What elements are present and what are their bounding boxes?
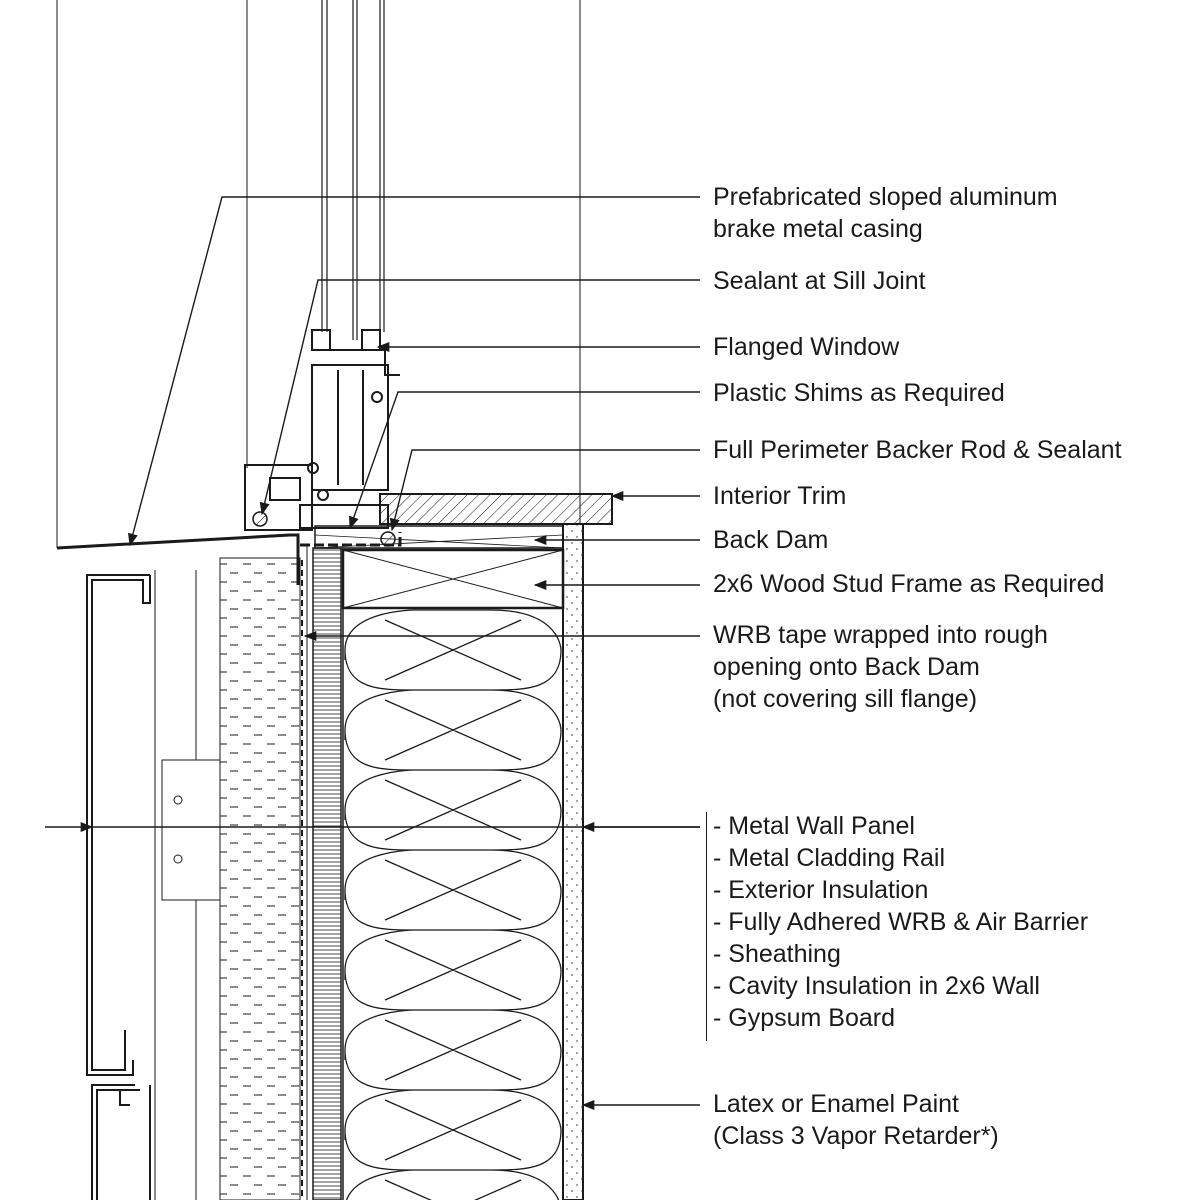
wall-layer: - Metal Cladding Rail	[713, 844, 946, 872]
wall-layer: - Fully Adhered WRB & Air Barrier	[713, 908, 1089, 936]
leader-shims	[349, 391, 700, 530]
leader-casing	[128, 196, 700, 547]
callout-backer-rod: Full Perimeter Backer Rod & Sealant	[713, 436, 1122, 464]
callout-flanged-window: Flanged Window	[713, 333, 900, 361]
wall-assembly-bracket	[706, 812, 707, 1041]
sheathing	[312, 547, 342, 1200]
wrb-tape	[300, 532, 402, 547]
callout-sealant-sill: Sealant at Sill Joint	[713, 267, 926, 295]
callout-stud-frame: 2x6 Wood Stud Frame as Required	[713, 570, 1105, 598]
callout-paint: Latex or Enamel Paint (Class 3 Vapor Ret…	[713, 1090, 999, 1150]
exterior-insulation	[219, 557, 301, 1200]
callout-shims: Plastic Shims as Required	[713, 379, 1005, 407]
sill-sealant-bead	[252, 511, 268, 527]
callout-wall-assembly: - Metal Wall Panel - Metal Cladding Rail…	[713, 810, 1088, 1034]
cavity-insulation	[344, 609, 562, 1200]
callout-casing: Prefabricated sloped aluminum brake meta…	[713, 183, 1058, 243]
callout-interior-trim: Interior Trim	[713, 482, 847, 510]
callout-wrb-tape: WRB tape wrapped into rough opening onto…	[713, 621, 1048, 713]
metal-wall-panel	[86, 574, 151, 1200]
wall-layer: - Cavity Insulation in 2x6 Wall	[713, 972, 1040, 1000]
window-frame-profile	[244, 329, 400, 531]
callout-back-dam: Back Dam	[713, 526, 829, 554]
interior-trim	[379, 493, 613, 525]
wall-layer: - Sheathing	[713, 940, 841, 968]
gypsum-board	[562, 523, 584, 1200]
wall-layer: - Gypsum Board	[713, 1004, 896, 1032]
cladding-rail	[161, 759, 221, 901]
leader-sealant	[259, 279, 700, 516]
wall-layer: - Exterior Insulation	[713, 876, 929, 904]
wall-layer: - Metal Wall Panel	[713, 812, 915, 840]
leader-backer-rod	[389, 449, 700, 532]
